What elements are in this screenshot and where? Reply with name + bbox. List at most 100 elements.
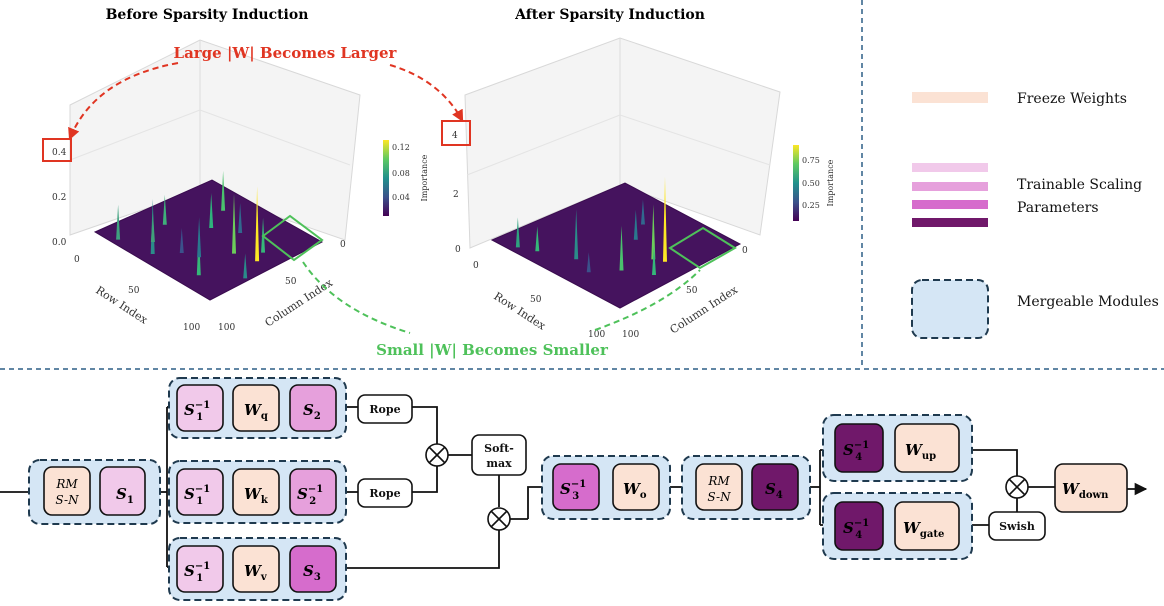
s1-inverse-box-k [176, 468, 224, 516]
wk-label: Wk [244, 485, 269, 506]
wgate-label: Wgate [903, 519, 944, 540]
surface-spike [652, 245, 656, 275]
s3-label: S3 [303, 562, 321, 583]
rope-box-k [357, 478, 413, 508]
cbar-tick: 0.75 [802, 156, 820, 165]
rms-norm-label: RM [55, 477, 78, 491]
row-tick: 0 [74, 255, 80, 265]
col-axis-label: Column Index [668, 283, 741, 337]
s2-label: S2 [303, 401, 321, 422]
surface-spike [238, 203, 243, 233]
surface-spike [243, 253, 248, 279]
surface-spike [586, 252, 591, 273]
surface-spike [162, 194, 167, 225]
s4-inverse-box-up [834, 423, 884, 473]
wq-label: Wq [244, 401, 268, 422]
z-tick: 0.2 [52, 193, 66, 203]
legend-trainable-label-2: Parameters [1017, 200, 1099, 216]
legend: Freeze Weights Trainable Scaling Paramet… [911, 91, 1159, 339]
wgate-box [894, 501, 960, 551]
cbar-tick: 0.25 [802, 201, 820, 210]
rope-label: Rope [369, 487, 400, 500]
large-weight-note: Large |W| Becomes Larger [174, 44, 398, 62]
plot-before-colorbar [383, 140, 389, 216]
rope-box-q [357, 394, 413, 424]
z-tick: 4 [452, 131, 458, 141]
wup-box [894, 423, 960, 473]
s4-label: S4 [765, 480, 783, 501]
surface-spike [619, 225, 624, 271]
legend-scale-swatch [912, 200, 988, 209]
rms-norm-box [43, 466, 91, 516]
z-tick: 0 [455, 245, 461, 255]
legend-mergeable-swatch [911, 279, 989, 339]
wo-box [612, 463, 660, 511]
plot-after-colorbar [793, 145, 799, 221]
col-axis-label: Column Index [263, 276, 336, 330]
col-tick: 0 [340, 240, 346, 250]
swish-box [988, 511, 1046, 541]
legend-freeze-label: Freeze Weights [1017, 91, 1127, 107]
row-axis-label: Row Index [93, 284, 150, 327]
s2-inverse-box [289, 468, 337, 516]
cbar-tick: 0.12 [392, 143, 410, 152]
legend-scale-swatch [912, 182, 988, 191]
col-tick: 0 [742, 246, 748, 256]
rms-norm-box-2 [695, 463, 743, 511]
s3-box [289, 545, 337, 593]
rms-norm-label-2: S-N [55, 493, 79, 507]
s1-box [99, 466, 146, 516]
s3-inverse-box [552, 463, 600, 511]
surface-spike [232, 193, 236, 254]
surface-spike [574, 209, 579, 260]
surface-spike [179, 228, 184, 253]
row-tick: 50 [128, 286, 140, 296]
plot-after-grid [466, 114, 621, 176]
red-arrow-right [389, 64, 464, 123]
surface-spike [662, 176, 667, 262]
softmax-label-2: max [486, 457, 512, 470]
colorbar-label: Importance [420, 154, 429, 201]
legend-trainable-label: Trainable Scaling [1017, 177, 1142, 193]
legend-mergeable-label: Mergeable Modules [1017, 294, 1159, 310]
s1-label: S1 [116, 485, 134, 506]
row-tick: 100 [588, 330, 605, 340]
legend-scale-swatch [912, 218, 988, 227]
mergeable-groups [28, 377, 973, 601]
s2-box [289, 384, 337, 432]
softmax-box [471, 434, 527, 476]
plot-after-grid [619, 114, 771, 166]
surface-spike [651, 204, 656, 260]
flow-connectors [0, 406, 1148, 569]
surface-spike [116, 204, 121, 240]
rope-label: Rope [369, 403, 400, 416]
surface-spike [633, 209, 638, 240]
wq-box [232, 384, 280, 432]
plot-before-grid [69, 109, 201, 161]
wo-label: Wo [623, 480, 647, 501]
plot-after-small-region [668, 226, 737, 270]
plot-before-title: Before Sparsity Induction [106, 7, 309, 23]
wup-label: Wup [905, 441, 936, 462]
col-tick: 50 [686, 286, 698, 296]
plot-before-max-highlight [42, 138, 72, 162]
col-tick: 100 [218, 323, 235, 333]
s1-inverse-box-v [176, 545, 224, 593]
plot-before-spikes [116, 170, 266, 279]
colorbar-label: Importance [826, 159, 835, 206]
rms-norm-label-2: S-N [707, 490, 731, 504]
surface-spike [515, 217, 520, 248]
col-tick: 50 [285, 277, 297, 287]
wk-box [232, 468, 280, 516]
plot-after-spikes [515, 176, 667, 275]
col-tick: 100 [622, 330, 639, 340]
red-arrow-left [68, 62, 179, 141]
surface-spike [640, 199, 645, 225]
wdown-box [1054, 463, 1128, 513]
